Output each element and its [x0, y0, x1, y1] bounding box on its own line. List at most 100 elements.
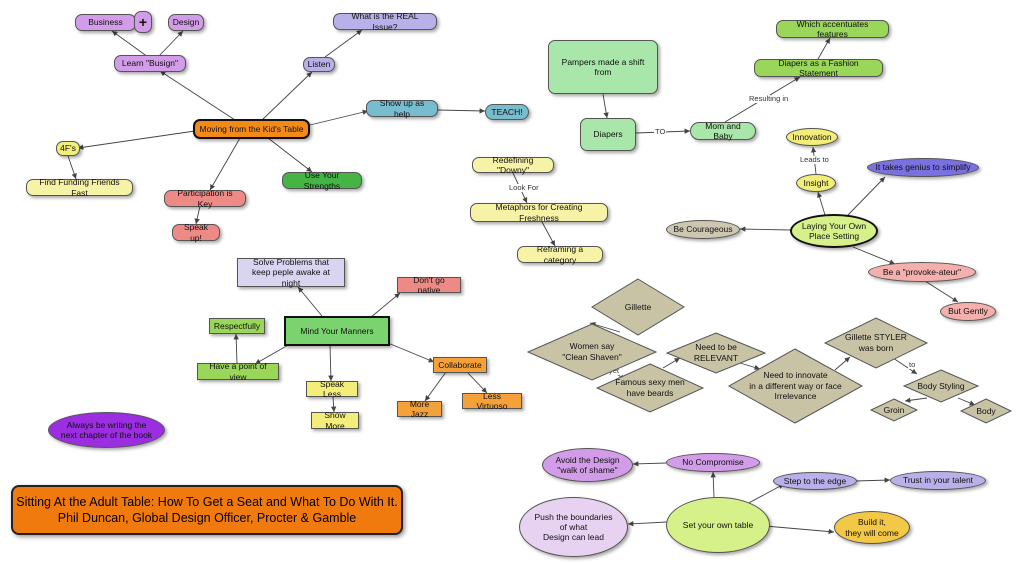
node-kids-table[interactable]: Moving from the Kid's Table: [193, 119, 310, 139]
link-label-look-for: Look For: [508, 183, 540, 193]
node-edge[interactable]: Step to the edge: [773, 472, 857, 490]
link-participation-speakup: [194, 205, 201, 225]
node-genius[interactable]: It takes genius to simplify: [867, 158, 979, 177]
node-speak-up[interactable]: Speak up!: [172, 222, 220, 243]
title-line-1: Sitting At the Adult Table: How To Get a…: [16, 494, 398, 509]
link-styler-bodystyling: [892, 357, 918, 375]
link-table-edge: [744, 483, 785, 506]
link-label-resulting-in: Resulting in: [748, 94, 790, 104]
link-label-to-lower: to: [908, 360, 917, 370]
link-kids-participation: [209, 137, 241, 191]
node-business[interactable]: Business: [75, 14, 136, 31]
node-styler[interactable]: Gillette STYLER was born: [823, 317, 929, 369]
node-design[interactable]: Design: [168, 14, 204, 31]
link-ownplace-provoke: [852, 246, 896, 265]
node-mom-baby[interactable]: Mom and Baby: [690, 121, 756, 141]
node-point-of-view[interactable]: Have a point of view: [197, 361, 279, 382]
node-relevant[interactable]: Need to be RELEVANT: [665, 332, 767, 374]
link-speakless-showmore: [330, 396, 337, 413]
link-kids-4fs: [77, 130, 196, 150]
node-trust[interactable]: Trust in your talent: [890, 471, 986, 490]
node-own-table[interactable]: Set your own table: [666, 497, 770, 553]
node-4fs[interactable]: 4F's: [56, 141, 80, 156]
node-participation[interactable]: Participation is Key: [164, 188, 246, 209]
node-always-writing[interactable]: Always be writing the next chapter of th…: [48, 412, 165, 448]
node-dont-go-native[interactable]: Don't go native: [397, 275, 461, 295]
link-table-nocompromise: [710, 471, 716, 498]
node-downy[interactable]: Redefining "Downy": [472, 155, 554, 175]
node-groin[interactable]: Groin: [869, 398, 919, 422]
link-label-leads-to: Leads to: [799, 155, 830, 165]
node-no-compromise[interactable]: No Compromise: [666, 453, 760, 472]
link-learn-design: [157, 30, 184, 58]
link-ownplace-insight: [816, 191, 826, 216]
link-nocompromise-shame: [632, 461, 667, 467]
link-table-push: [627, 521, 668, 527]
node-sexy-men[interactable]: Famous sexy men have beards: [595, 363, 705, 413]
node-innovation[interactable]: Innovation: [786, 128, 838, 146]
title-box: Sitting At the Adult Table: How To Get a…: [11, 485, 403, 535]
link-metaphors-reframing: [541, 221, 556, 247]
node-gillette[interactable]: Gillette: [591, 278, 685, 336]
link-provoke-gently: [924, 280, 959, 303]
node-own-place[interactable]: Laying Your Own Place Setting: [790, 214, 878, 248]
link-table-build: [764, 525, 835, 535]
node-show-more[interactable]: Show More: [311, 410, 359, 431]
link-collaborate-virtuoso: [466, 371, 488, 394]
node-strengths[interactable]: Use Your Strengths: [282, 170, 362, 191]
node-provoke[interactable]: Be a "provoke-ateur": [868, 262, 976, 282]
link-ownplace-courageous: [739, 226, 791, 232]
node-courageous[interactable]: Be Courageous: [666, 220, 740, 239]
node-styler-label: Gillette STYLER was born: [845, 332, 907, 353]
node-collaborate[interactable]: Collaborate: [433, 357, 487, 373]
node-body-styling[interactable]: Body Styling: [902, 369, 980, 403]
node-innovate[interactable]: Need to innovate in a different way or f…: [727, 348, 864, 424]
node-groin-label: Groin: [883, 404, 905, 415]
node-insight[interactable]: Insight: [796, 174, 836, 192]
node-solve-problems[interactable]: Solve Problems that keep peple awake at …: [237, 257, 345, 288]
link-pampers-diapers: [602, 93, 609, 119]
node-accentuates[interactable]: Which accentuates features: [776, 19, 889, 39]
link-manners-speakless: [328, 344, 334, 382]
node-teach[interactable]: TEACH!: [485, 104, 529, 120]
node-manners[interactable]: Mind Your Manners: [284, 316, 390, 346]
node-plus[interactable]: +: [134, 11, 152, 33]
node-body[interactable]: Body: [959, 398, 1013, 424]
node-more-jazz[interactable]: More Jazz: [397, 399, 442, 419]
node-show-up[interactable]: Show up as help: [366, 98, 438, 119]
node-build-it[interactable]: Build it, they will come: [834, 511, 910, 544]
link-collaborate-jazz: [424, 371, 447, 402]
link-listen-issue: [324, 29, 363, 58]
node-metaphors[interactable]: Metaphors for Creating Freshness: [470, 202, 608, 223]
node-listen[interactable]: Listen: [303, 57, 335, 72]
node-sexy-men-label: Famous sexy men have beards: [615, 377, 685, 398]
link-manners-solve: [297, 286, 323, 317]
link-manners-pov: [254, 343, 291, 365]
node-real-issue[interactable]: What is the REAL Issue?: [333, 11, 437, 32]
node-diapers[interactable]: Diapers: [580, 118, 636, 151]
link-manners-native: [369, 292, 401, 319]
node-respectfully[interactable]: Respectfully: [209, 318, 265, 334]
node-pampers[interactable]: Pampers made a shift from: [548, 40, 658, 94]
link-sexy-relevant: [662, 357, 681, 369]
link-kids-strengths: [267, 137, 313, 173]
node-speak-less[interactable]: Speak Less: [306, 379, 358, 399]
node-gently[interactable]: But Gently: [940, 302, 996, 321]
link-pov-respectfully: [233, 333, 239, 364]
node-push[interactable]: Push the boundaries of what Design can l…: [519, 497, 628, 557]
node-funding-friends[interactable]: Find Funding Friends Fast: [26, 177, 133, 198]
link-label-to: TO: [654, 127, 667, 137]
node-body-styling-label: Body Styling: [917, 380, 965, 391]
node-less-virtuoso[interactable]: Less Virtuoso: [462, 391, 522, 411]
link-kids-learn: [159, 70, 236, 121]
title-line-2: Phil Duncan, Global Design Officer, Proc…: [57, 511, 357, 525]
link-bodystyling-body: [957, 397, 976, 406]
node-walk-of-shame[interactable]: Avoid the Design "walk of shame": [542, 448, 633, 482]
node-reframing[interactable]: Reframing a category: [517, 244, 603, 265]
link-ownplace-genius: [847, 176, 886, 216]
node-learn-busign[interactable]: Learn "Busign": [114, 55, 186, 72]
node-women-say[interactable]: Women say "Clean Shaven": [526, 323, 658, 381]
node-fashion[interactable]: Diapers as a Fashion Statement: [754, 58, 883, 78]
link-innovate-styler: [834, 356, 851, 371]
